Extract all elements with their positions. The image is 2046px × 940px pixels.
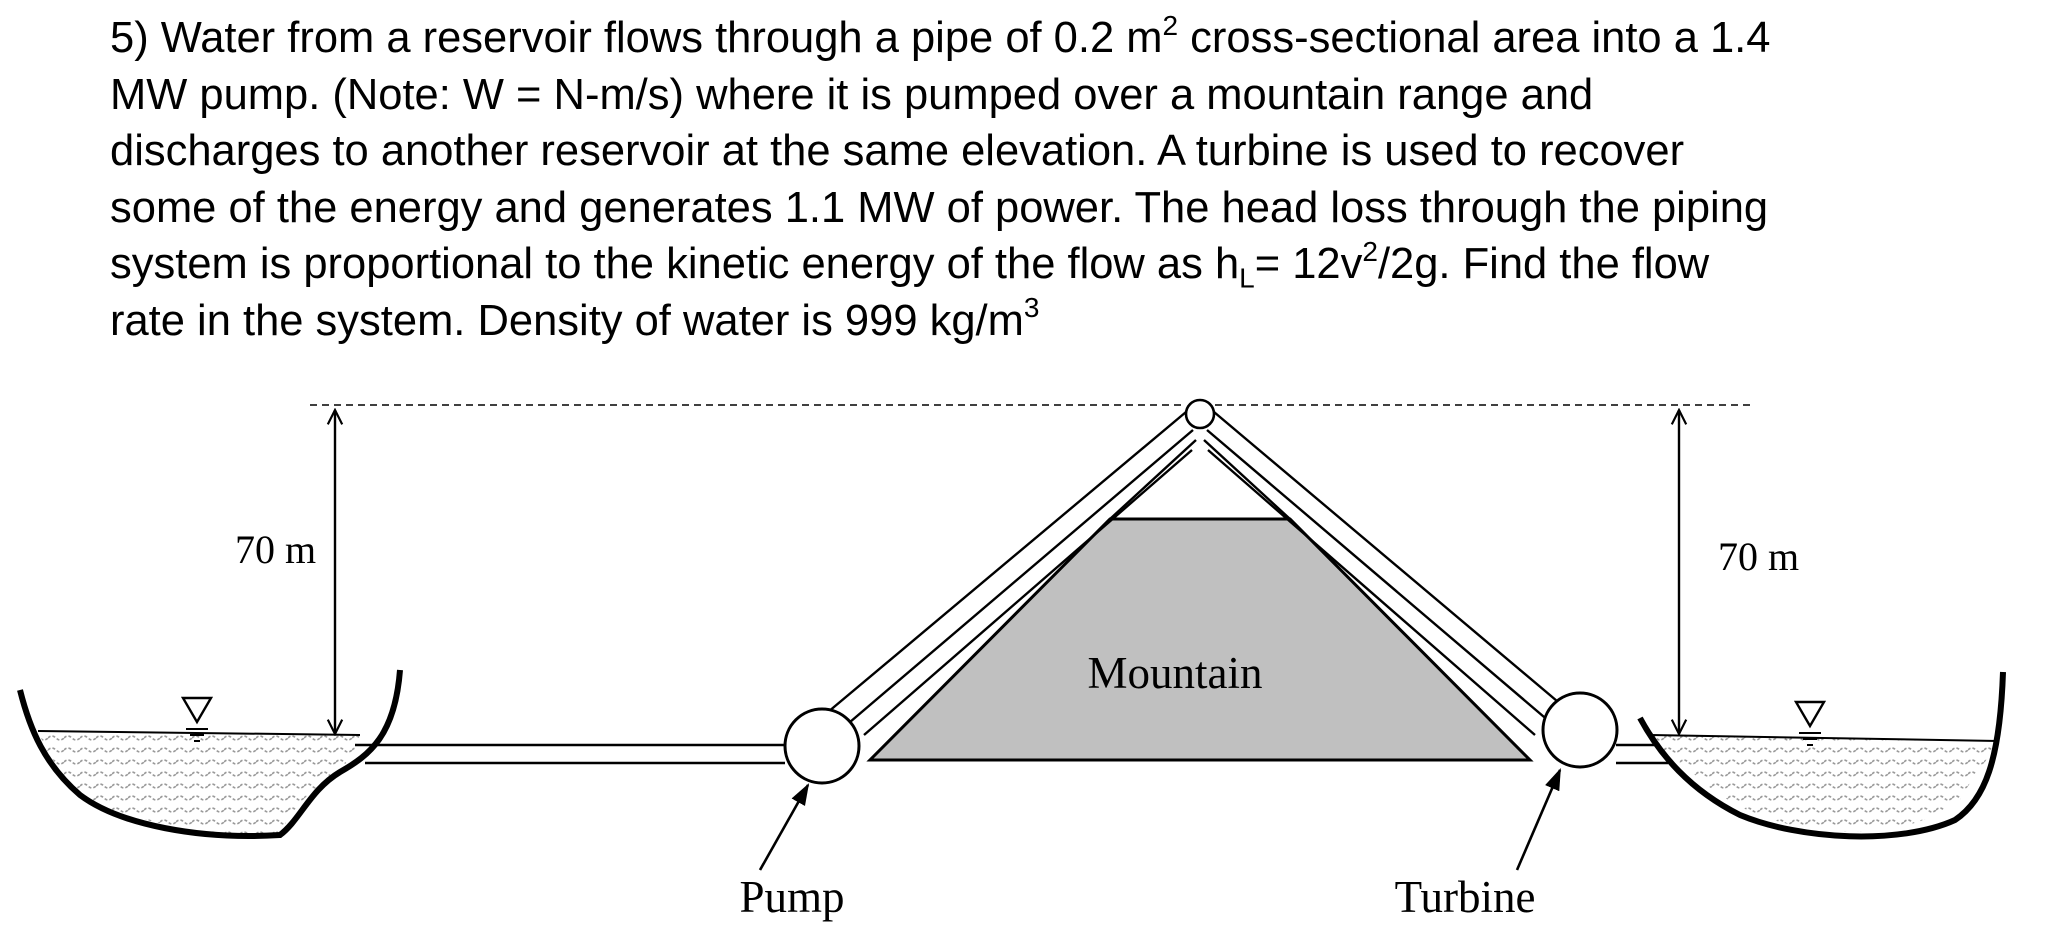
left-reservoir-basin <box>17 669 403 839</box>
superscript-cubed: 3 <box>1023 292 1040 324</box>
problem-statement: 5) Water from a reservoir flows through … <box>110 10 2030 350</box>
problem-line-6: rate in the system. Density of water is … <box>110 293 2030 350</box>
pump-label: Pump <box>739 872 844 922</box>
superscript-squared: 2 <box>1162 9 1179 41</box>
pipe-peak-joint <box>1184 398 1216 430</box>
pump-circle <box>783 707 861 785</box>
turbine-pointer-arrow <box>1515 767 1562 871</box>
descending-pipe-bottom-edge <box>1203 439 1291 520</box>
descending-pipe-inner <box>1206 429 1558 729</box>
turbine-circle <box>1541 691 1619 769</box>
problem-text: cross-sectional area into a 1.4 <box>1178 14 1771 62</box>
right-reservoir-basin <box>1637 671 2006 840</box>
left-reservoir-water <box>38 731 360 835</box>
subscript-l: L <box>1239 263 1255 295</box>
right-water-surface <box>1647 734 1999 742</box>
turbine-label: Turbine <box>1395 872 1536 922</box>
pump-pointer-arrow <box>758 783 810 871</box>
problem-line-4: some of the energy and generates 1.1 MW … <box>110 183 1769 232</box>
mountain-label: Mountain <box>1088 648 1263 698</box>
problem-text: 5) Water from a reservoir flows through … <box>110 14 1163 62</box>
problem-text: /2g. Find the flow <box>1377 240 1710 289</box>
mountain-shape <box>866 517 1534 762</box>
problem-line-2: MW pump. (Note: W = N-m/s) where it is p… <box>110 70 1594 119</box>
right-height-label: 70 m <box>1718 534 1799 579</box>
left-height-label: 70 m <box>235 527 316 572</box>
descending-pipe-outline <box>1207 449 1536 736</box>
left-water-surface <box>37 730 361 736</box>
right-water-level-icon <box>1793 700 1827 746</box>
ascending-pipe-outline <box>863 449 1193 736</box>
problem-text: rate in the system. Density of water is … <box>110 296 1024 345</box>
ascending-pipe-outer <box>827 411 1187 713</box>
left-water-level-icon <box>180 696 214 742</box>
problem-line-3: discharges to another reservoir at the s… <box>110 127 1685 176</box>
descending-pipe-outer <box>1213 411 1571 713</box>
problem-line-1: 5) Water from a reservoir flows through … <box>110 10 2030 67</box>
problem-text: = 12v <box>1254 240 1363 289</box>
problem-text: system is proportional to the kinetic en… <box>110 240 1240 289</box>
ascending-pipe-bottom-edge <box>1109 439 1197 520</box>
ascending-pipe-inner <box>842 429 1194 729</box>
right-reservoir-water <box>1648 735 1998 832</box>
problem-line-5: system is proportional to the kinetic en… <box>110 236 2030 293</box>
superscript-squared: 2 <box>1362 235 1378 267</box>
